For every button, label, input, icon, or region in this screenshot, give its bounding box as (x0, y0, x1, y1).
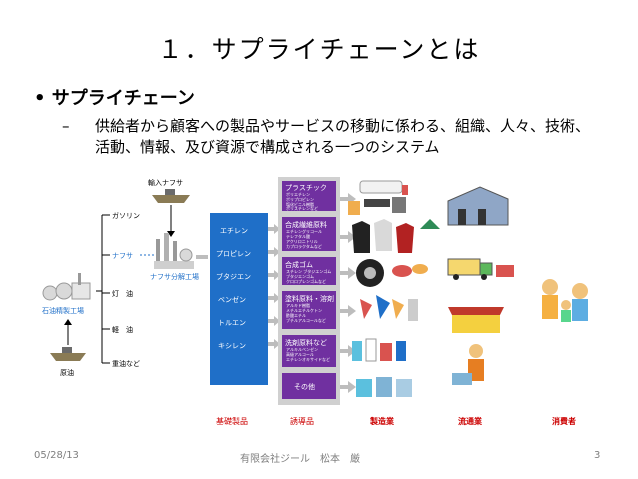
sub-bullet-text: 供給者から顧客への製品やサービスの移動に係わる、組織、人々、技術、活動、情報、及… (95, 117, 591, 156)
svg-text:塗料原料・溶剤: 塗料原料・溶剤 (285, 294, 334, 303)
basic-butadiene: ブタジエン (216, 272, 251, 281)
label-manufacturing: 製造業 (369, 416, 395, 426)
cracker-label: ナフサ分解工場 (150, 272, 199, 281)
slide-title: １．サプライチェーンとは (157, 35, 481, 64)
product-tire-icon (356, 259, 428, 287)
basic-ethylene: エチレン (220, 227, 248, 235)
footer-page-number: 3 (594, 450, 601, 461)
svg-text:塩化ビニル樹脂: 塩化ビニル樹脂 (286, 201, 314, 207)
svg-text:スチレン ブタジエンゴム: スチレン ブタジエンゴム (286, 268, 331, 274)
basic-propylene: プロピレン (216, 250, 251, 258)
tanker-icon (152, 189, 190, 237)
truck-icon (447, 258, 514, 280)
crude-label: 原油 (60, 368, 74, 377)
svg-text:ポリエチレン: ポリエチレン (286, 191, 310, 197)
label-basic-products: 基礎製品 (216, 416, 248, 426)
svg-text:ブチルアルコールなど: ブチルアルコールなど (286, 317, 326, 323)
derivative-detergent: 洗剤原料など アルキルベンゼン 高級アルコール エチレンオキサイドなど (282, 335, 336, 367)
label-consumer: 消費者 (552, 416, 576, 426)
svg-text:合成ゴム: 合成ゴム (285, 260, 313, 269)
product-paint-icon (360, 295, 418, 321)
fraction-naphtha: ナフサ (112, 252, 133, 260)
worker-icon (452, 344, 484, 385)
svg-text:その他: その他 (294, 382, 315, 391)
bullet-item: • サプライチェーン (34, 88, 195, 109)
svg-text:高級アルコール: 高級アルコール (286, 351, 314, 357)
svg-text:プラスチック: プラスチック (285, 184, 327, 192)
svg-text:洗剤原料など: 洗剤原料など (285, 338, 327, 347)
svg-text:エチレンオキサイドなど: エチレンオキサイドなど (286, 356, 330, 362)
basic-xylene: キシレン (218, 342, 246, 350)
crude-tanker-icon (50, 347, 86, 361)
svg-text:アルキルベンゼン: アルキルベンゼン (286, 346, 318, 352)
svg-text:テレフタル酸: テレフタル酸 (286, 233, 310, 239)
derivative-other: その他 (282, 373, 336, 399)
store-icon (448, 307, 504, 333)
basic-products-box (210, 213, 268, 385)
family-icon (542, 279, 588, 322)
label-distribution: 流通業 (458, 416, 483, 426)
refinery-label: 石油精製工場 (42, 306, 84, 315)
basic-toluene: トルエン (218, 319, 246, 327)
label-derivatives: 誘導品 (290, 416, 314, 426)
derivative-rubber: 合成ゴム スチレン ブタジエンゴム ブタジエンゴム クロロプレンゴムなど (282, 257, 336, 285)
product-detergent-icon (352, 338, 406, 362)
svg-text:ブタジエンゴム: ブタジエンゴム (286, 273, 314, 279)
svg-text:ポリスチレンなど: ポリスチレンなど (286, 205, 318, 211)
svg-text:カプロラクタムなど: カプロラクタムなど (286, 243, 322, 249)
derivative-paint: 塗料原料・溶剤 アルキド樹脂 メチルエチルケトン 酢酸エチル ブチルアルコールな… (282, 291, 336, 329)
dash-marker: – (62, 117, 70, 135)
import-naphtha-label: 輸入ナフサ (148, 178, 183, 187)
product-other-icon (356, 377, 412, 397)
cracker-plant-icon (154, 233, 194, 269)
refinery-icon (42, 273, 91, 301)
svg-text:メチルエチルケトン: メチルエチルケトン (286, 307, 322, 313)
svg-text:アクリロニトリル: アクリロニトリル (286, 238, 318, 244)
product-clothing-icon (352, 219, 440, 253)
basic-benzene: ベンゼン (218, 295, 246, 304)
derivative-fiber: 合成繊維原料 エチレングリコール テレフタル酸 アクリロニトリル カプロラクタム… (282, 217, 336, 251)
derivative-plastic: プラスチック ポリエチレン ポリプロピレン 塩化ビニル樹脂 ポリスチレンなど (282, 181, 336, 211)
warehouse-icon (447, 186, 509, 226)
supply-chain-diagram: 輸入ナフサ 石油精製工場 原油 ガソリン ナフサ 灯 油 軽 油 重油など ナフ… (42, 177, 588, 426)
svg-text:クロロプレンゴムなど: クロロプレンゴムなど (286, 278, 326, 284)
footer-company: 有限会社ジール 松本 厳 (240, 454, 360, 465)
svg-text:エチレングリコール: エチレングリコール (286, 228, 322, 234)
fraction-kerosene: 灯 油 (112, 289, 133, 298)
svg-text:アルキド樹脂: アルキド樹脂 (286, 302, 310, 308)
svg-text:酢酸エチル: 酢酸エチル (286, 312, 306, 318)
sub-bullet: – 供給者から顧客への製品やサービスの移動に係わる、組織、人々、技術、活動、情報… (62, 116, 595, 158)
fraction-heavy-oil: 重油など (112, 359, 140, 368)
footer-date: 05/28/13 (34, 450, 79, 461)
fraction-gasoline: ガソリン (112, 211, 140, 220)
svg-text:合成繊維原料: 合成繊維原料 (285, 220, 327, 229)
fraction-gasoil: 軽 油 (112, 325, 133, 334)
product-ac-icon (348, 180, 408, 215)
bullet-text: サプライチェーン (51, 88, 195, 109)
svg-text:ポリプロピレン: ポリプロピレン (286, 196, 314, 202)
